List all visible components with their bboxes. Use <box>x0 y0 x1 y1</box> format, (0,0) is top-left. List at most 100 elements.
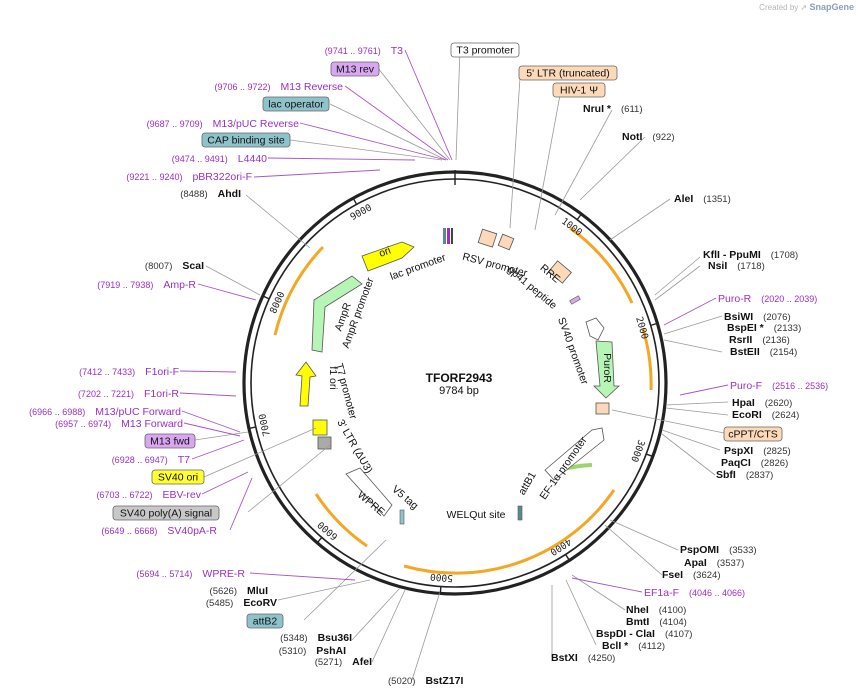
boxed-feature-8-box <box>151 469 205 485</box>
site-pos: (2837) <box>746 470 773 481</box>
f1-ori-feature <box>295 361 317 407</box>
site-pos: (1708) <box>771 250 798 261</box>
leader-attb2 <box>303 539 387 621</box>
site-pos: (5310) <box>279 646 306 657</box>
site-4: NsiI(1718) <box>708 260 765 272</box>
plasmid-name: TFORF2943 <box>426 371 493 385</box>
leader-m13puc-rev <box>299 122 447 161</box>
inner-features <box>295 228 621 525</box>
boxed-feature-1-box <box>262 96 330 112</box>
restriction-sites: NruI *(611)NotI(922)AleI(1351)KflI - Ppu… <box>145 103 801 687</box>
primer-14: Puro-R(2020 .. 2039) <box>718 293 817 305</box>
boxed-feature-2-box <box>201 132 291 148</box>
site-name: AleI <box>674 193 693 205</box>
site-name: Bsu36I <box>318 632 353 644</box>
boxed-feature-0-label: M13 rev <box>336 64 375 76</box>
leader-puro-f <box>679 384 729 396</box>
boxed-feature-7-label: M13 fwd <box>150 436 190 448</box>
boxed-feature-3-label: T3 promoter <box>456 45 514 57</box>
boxed-feature-0-box <box>330 61 380 77</box>
site-name: AhdI <box>218 188 241 200</box>
site-pos: (8488) <box>180 189 207 200</box>
primer-pos: (5694 .. 5714) <box>136 569 192 579</box>
site-7: RsrII(2136) <box>729 334 790 346</box>
boxed-feature-6-box <box>723 426 783 442</box>
leader-m13rev <box>377 67 451 161</box>
boxed-feature-6-label: cPPT/CTS <box>728 429 778 441</box>
credit-brand: SnapGene <box>809 2 854 12</box>
sv40-polya-box <box>317 436 332 450</box>
boxed-feature-5-box <box>552 82 606 98</box>
site-name: PshAI <box>316 645 346 657</box>
inner-feature-5-label: SV40 promoter <box>555 316 591 387</box>
leader-nhei <box>571 574 626 611</box>
site-name: NotI <box>622 131 642 143</box>
site-name: NsiI <box>708 260 727 272</box>
snapgene-credit: Created by ➚ SnapGene <box>759 2 854 12</box>
tick-mark-3000 <box>645 453 654 458</box>
leader-cap <box>289 139 443 161</box>
orf-arc-4 <box>314 493 368 548</box>
primer-pos: (9474 .. 9491) <box>172 154 228 164</box>
site-26: (5485)EcoRV <box>206 597 277 609</box>
tick-mark-8000 <box>261 294 270 300</box>
primer-name: T7 <box>178 454 190 466</box>
ori-feature <box>361 241 415 272</box>
leader-ahdi <box>245 194 311 249</box>
site-name: BspEI * <box>727 322 765 334</box>
site-pos: (8007) <box>145 261 172 272</box>
site-13: SbfI(2837) <box>716 469 773 481</box>
leader-alei <box>609 198 671 241</box>
inner-feature-10-label: V5 tag <box>389 483 420 512</box>
leader-lines <box>179 49 729 681</box>
boxed-feature-8-label: SV40 ori <box>158 472 198 484</box>
sv40-ori-box <box>312 419 328 436</box>
rre-feature <box>548 260 572 284</box>
tick-mark-7000 <box>247 426 256 430</box>
primer-name: EF1a-F <box>644 587 679 599</box>
tick-mark-6000 <box>316 537 323 545</box>
site-name: BsiWI <box>724 311 753 323</box>
primer-pos: (6957 .. 6974) <box>55 419 111 429</box>
primer-name: WPRE-R <box>202 568 245 580</box>
leader-cppt <box>611 409 725 434</box>
leader-ltr <box>509 77 521 229</box>
leader-f1ori-r <box>179 392 237 397</box>
tick-mark-2000 <box>650 322 659 327</box>
boxed-feature-10-box <box>246 613 284 629</box>
site-6: BspEI *(2133) <box>727 322 801 334</box>
site-22: (5020)BstZ17I <box>388 675 463 687</box>
primer-10: (6928 .. 6947) T7 <box>112 454 190 466</box>
primer-pos: (6703 .. 6722) <box>96 490 152 500</box>
tick-5000: 5000 <box>429 571 453 584</box>
primer-4: (9221 .. 9240)pBR322ori-F <box>126 171 252 183</box>
site-pos: (5348) <box>280 633 307 644</box>
site-24: (5310) PshAI <box>279 645 346 657</box>
site-0: NruI *(611) <box>583 103 643 115</box>
leader-f1ori-f <box>179 370 237 373</box>
primer-15: Puro-F(2516 .. 2536) <box>730 380 828 392</box>
primer-7: (7202 .. 7221)F1ori-R <box>78 388 179 400</box>
primer-pos: (6928 .. 6947) <box>112 455 168 465</box>
site-pos: (2826) <box>761 458 788 469</box>
leader-nrui <box>554 109 613 216</box>
site-name: BstXI <box>551 652 578 664</box>
leader-puro-r <box>663 297 717 326</box>
primer-pos: (2020 .. 2039) <box>761 294 817 304</box>
site-name: EcoRI <box>732 409 762 421</box>
site-name: BstEII <box>730 346 760 358</box>
site-25: (5348) Bsu36I <box>280 632 352 644</box>
leader-wpre-r <box>249 572 356 581</box>
leader-scai <box>205 265 261 296</box>
orf-arc-5 <box>273 245 325 336</box>
site-pos: (2624) <box>772 410 799 421</box>
leader-pspomi <box>609 519 679 551</box>
primer-12: (6649 .. 6668)SV40pA-R <box>101 525 217 537</box>
leader-pbr322 <box>253 169 381 178</box>
leader-nsii <box>654 265 701 301</box>
primer-name: T3 <box>391 45 403 57</box>
site-name: BspDI - ClaI <box>596 628 655 640</box>
leader-sv40-ori <box>203 427 317 478</box>
boxed-feature-5-label: HIV-1 Ψ <box>560 85 598 97</box>
primer-pos: (7412 .. 7433) <box>79 367 135 377</box>
